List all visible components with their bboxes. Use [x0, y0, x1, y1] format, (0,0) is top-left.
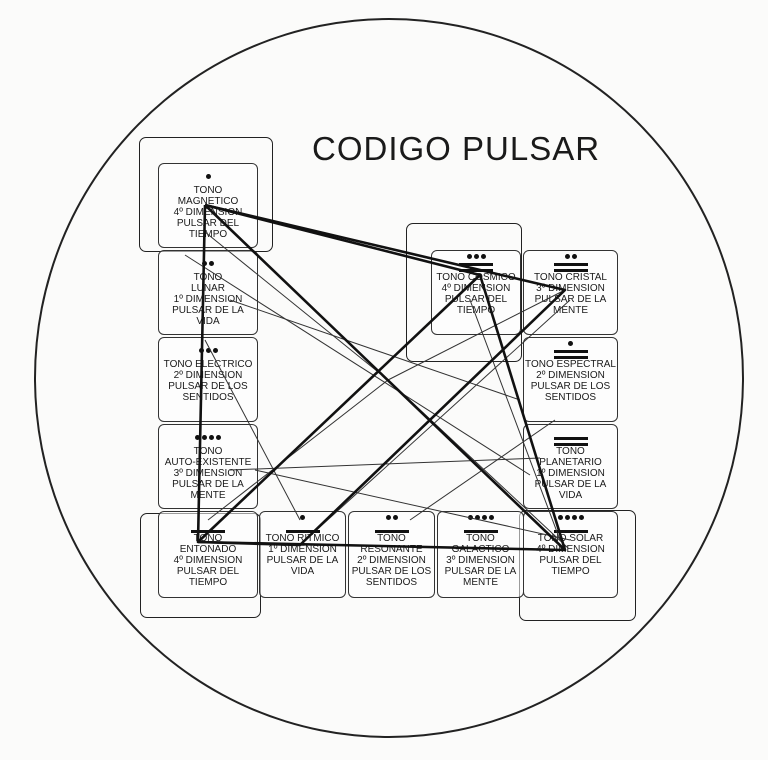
tone-box-auto-existente: TONO AUTO-EXISTENTE 3º DIMENSION PULSAR …	[158, 424, 258, 509]
tone-label: TONO PLANETARIO 1º DIMENSION PULSAR DE L…	[534, 446, 607, 501]
maya-number-glyph	[283, 515, 323, 533]
tone-label: TONO ENTONADO 4º DIMENSION PULSAR DEL TI…	[173, 533, 243, 588]
tone-box-cristal: TONO CRISTAL 3º DIMENSION PULSAR DE LA M…	[523, 250, 618, 335]
tone-box-espectral: TONO ESPECTRAL 2º DIMENSION PULSAR DE LO…	[523, 337, 618, 422]
tone-box-galactico: TONO GALACTICO 3º DIMENSION PULSAR DE LA…	[437, 511, 524, 598]
outer-circle	[34, 18, 744, 738]
tone-box-resonante: TONO RESONANTE 2º DIMENSION PULSAR DE LO…	[348, 511, 435, 598]
maya-number-glyph	[188, 254, 228, 272]
tone-label: TONO ESPECTRAL 2º DIMENSION PULSAR DE LO…	[525, 359, 616, 403]
tone-label: TONO LUNAR 1º DIMENSION PULSAR DE LA VID…	[172, 272, 244, 327]
tone-label: TONO COSMICO 4º DIMENSION PULSAR DEL TIE…	[436, 272, 516, 316]
maya-number-glyph	[188, 428, 228, 446]
maya-number-glyph	[461, 515, 501, 533]
maya-number-glyph	[456, 254, 496, 272]
tone-box-solar: TONO SOLAR 4º DIMENSION PULSAR DEL TIEMP…	[523, 511, 618, 598]
tone-box-entonado: TONO ENTONADO 4º DIMENSION PULSAR DEL TI…	[158, 511, 258, 598]
tone-box-electrico: TONO ELECTRICO 2º DIMENSION PULSAR DE LO…	[158, 337, 258, 422]
tone-label: TONO SOLAR 4º DIMENSION PULSAR DEL TIEMP…	[536, 533, 605, 577]
diagram-title: CODIGO PULSAR	[312, 130, 601, 167]
tone-label: TONO MAGNETICO 4º DIMENSION PULSAR DEL T…	[173, 185, 243, 240]
maya-number-glyph	[188, 515, 228, 533]
maya-number-glyph	[551, 428, 591, 446]
tone-box-cosmico: TONO COSMICO 4º DIMENSION PULSAR DEL TIE…	[431, 250, 521, 335]
maya-number-glyph	[372, 515, 412, 533]
maya-number-glyph	[188, 341, 228, 359]
tone-label: TONO RESONANTE 2º DIMENSION PULSAR DE LO…	[351, 533, 432, 588]
tone-label: TONO GALACTICO 3º DIMENSION PULSAR DE LA…	[444, 533, 517, 588]
tone-box-lunar: TONO LUNAR 1º DIMENSION PULSAR DE LA VID…	[158, 250, 258, 335]
tone-label: TONO CRISTAL 3º DIMENSION PULSAR DE LA M…	[534, 272, 607, 316]
tone-label: TONO ELECTRICO 2º DIMENSION PULSAR DE LO…	[163, 359, 253, 403]
tone-label: TONO RITMICO 1º DIMENSION PULSAR DE LA V…	[265, 533, 340, 577]
maya-number-glyph	[551, 254, 591, 272]
maya-number-glyph	[551, 515, 591, 533]
maya-number-glyph	[551, 341, 591, 359]
tone-label: TONO AUTO-EXISTENTE 3º DIMENSION PULSAR …	[164, 446, 252, 501]
tone-box-ritmico: TONO RITMICO 1º DIMENSION PULSAR DE LA V…	[259, 511, 346, 598]
tone-box-planetario: TONO PLANETARIO 1º DIMENSION PULSAR DE L…	[523, 424, 618, 509]
tone-box-magnetico: TONO MAGNETICO 4º DIMENSION PULSAR DEL T…	[158, 163, 258, 248]
maya-number-glyph	[188, 167, 228, 185]
